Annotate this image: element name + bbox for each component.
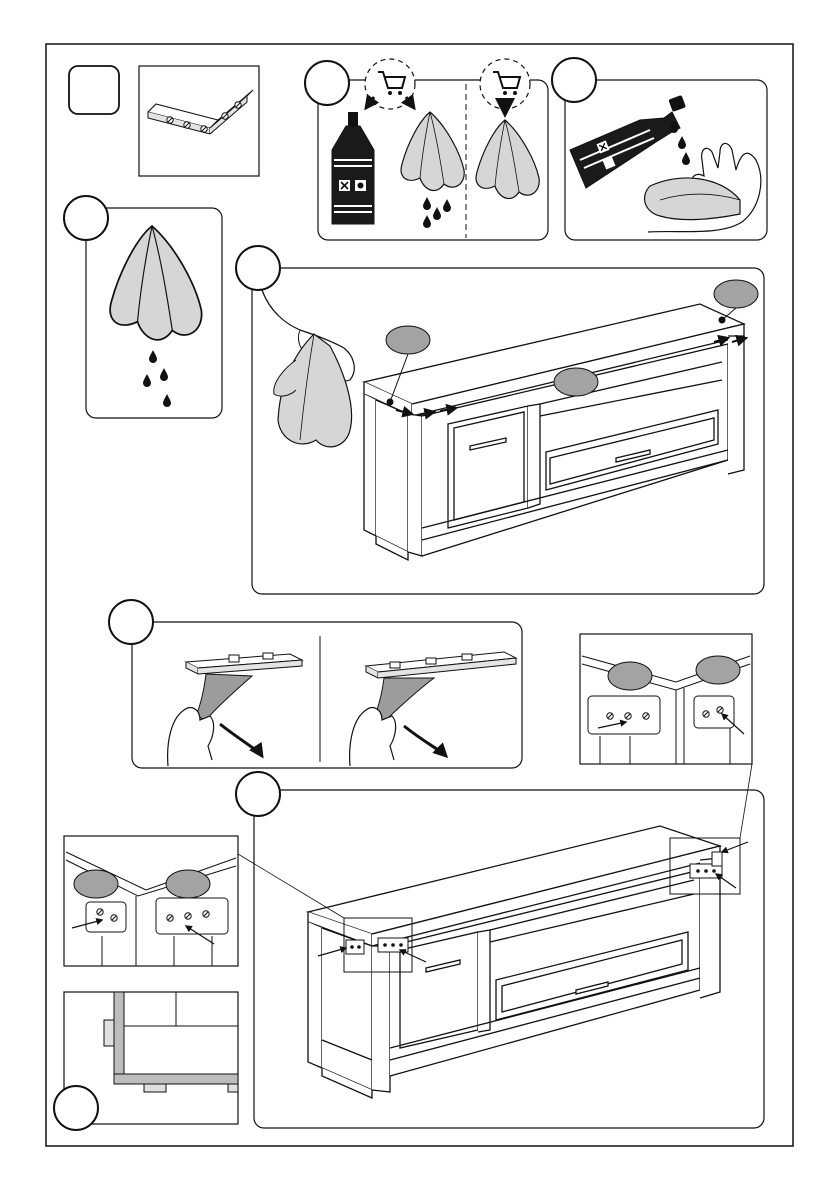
step-attach-brackets-panel <box>236 764 764 1128</box>
corner-detail-right <box>580 634 752 764</box>
marker-badge <box>74 870 118 898</box>
step-number-circle <box>236 772 280 816</box>
marker-badge <box>166 870 210 898</box>
step-number-circle <box>236 246 280 290</box>
step-peel-tape-panel <box>109 600 522 768</box>
marker-badge <box>696 656 740 684</box>
step-wet-cloth-panel <box>64 196 222 418</box>
step-no-chemicals-panel <box>305 59 548 240</box>
marker-badge <box>608 662 652 690</box>
bracket-part-box <box>139 66 259 176</box>
part-count-box <box>69 66 119 114</box>
step-solvent-panel <box>552 58 767 240</box>
step-number-circle <box>64 196 108 240</box>
shopping-cart-icon <box>365 59 415 109</box>
step-number-circle <box>305 61 349 105</box>
step-number-circle <box>552 58 596 102</box>
corner-detail-left <box>64 836 238 966</box>
step-wipe-top-panel <box>236 246 764 594</box>
marker-badge <box>714 280 758 308</box>
step-number-circle <box>54 1086 98 1130</box>
section-detail <box>54 992 238 1130</box>
marker-badge <box>386 326 430 354</box>
step-number-circle <box>109 600 153 644</box>
marker-badge <box>554 368 598 396</box>
